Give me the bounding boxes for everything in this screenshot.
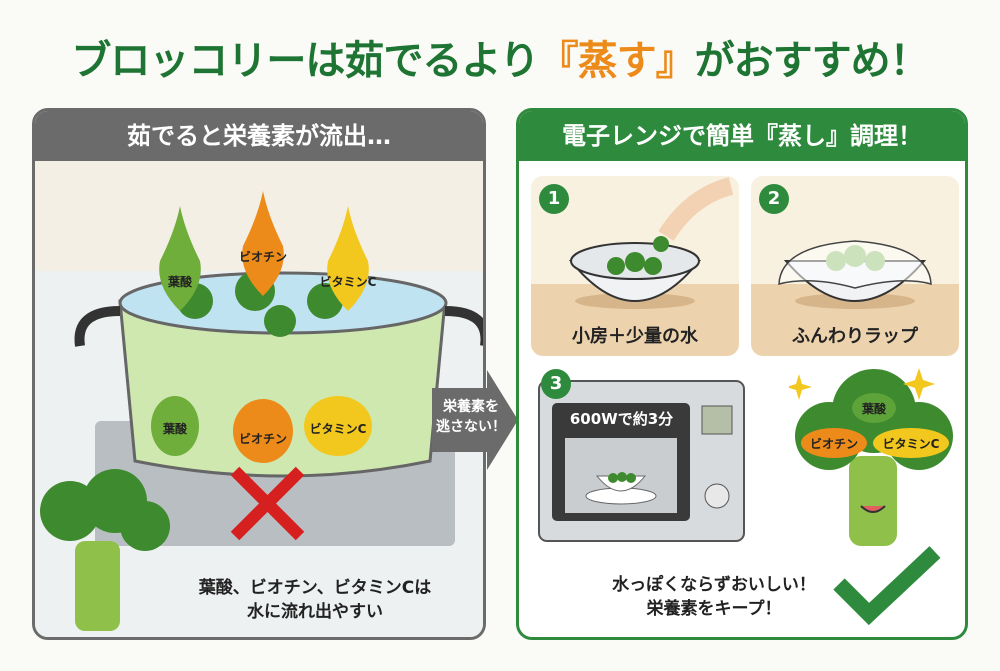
sad-broccoli-character: [40, 469, 170, 631]
step-label: 小房＋少量の水: [572, 326, 698, 347]
steam-panel-header: 電子レンジで簡単『蒸し』調理！: [519, 111, 965, 161]
title-text-end: がおすすめ！: [694, 38, 930, 84]
title-highlight: 『蒸す』: [538, 38, 696, 84]
checkmark-icon: [833, 546, 941, 626]
step-1-card: 1 小房＋少量の水: [531, 176, 739, 356]
drop-folic-acid: 葉酸: [167, 274, 193, 289]
nutrient-vitamin-c: ビタミンC: [883, 436, 940, 451]
caption-line: 葉酸、ビオチン、ビタミンCは: [198, 578, 432, 598]
wrapped-bowl-illustration: [778, 240, 932, 309]
caption-line: 水に流れ出やすい: [247, 602, 383, 622]
microwave-setting-label: 600Wで約3分: [569, 410, 674, 428]
nutrient-drops-top: 葉酸 ビオチン ビタミンC: [159, 191, 377, 311]
svg-text:ビオチン: ビオチン: [239, 431, 287, 446]
drop-vitamin-c: ビタミンC: [320, 274, 377, 289]
step-badge: 1: [539, 184, 569, 214]
boiling-pot-illustration: 葉酸 ビオチン ビタミンC 葉酸 ビオチン ビタミンC: [35, 161, 483, 637]
caption-line: 栄養素をキープ！: [646, 599, 782, 619]
step-2-card: 2 ふんわりラップ: [751, 176, 959, 356]
caption-line: 水っぽくならずおいしい！: [612, 575, 816, 595]
step-badge: 2: [759, 184, 789, 214]
step-label: ふんわりラップ: [792, 326, 918, 347]
arrow-callout: 栄養素を 逃さない！: [432, 370, 518, 470]
steam-caption: 水っぽくならずおいしい！ 栄養素をキープ！: [589, 573, 839, 621]
happy-broccoli-character: 葉酸 ビオチン ビタミンC: [789, 368, 953, 546]
arrow-text: 逃さない！: [436, 419, 506, 435]
boiling-caption: 葉酸、ビオチン、ビタミンCは 水に流れ出やすい: [155, 576, 475, 624]
nutrient-folic-acid: 葉酸: [861, 401, 887, 416]
arrow-text: 栄養素を: [443, 399, 499, 415]
nutrient-drops-in-water: 葉酸 ビオチン ビタミンC: [151, 396, 372, 463]
svg-text:ビタミンC: ビタミンC: [310, 421, 367, 436]
title-text: ブロッコリーは茹でるより: [71, 38, 539, 84]
step-3-badge: 3: [541, 369, 571, 399]
boiling-panel-header: 茹でると栄養素が流出…: [35, 111, 483, 161]
boiling-panel: 茹でると栄養素が流出… 葉酸 ビオチン ビタミンC 葉酸 ビオチン ビタミンC: [32, 108, 486, 640]
red-x-icon: [230, 466, 305, 541]
steam-panel: 電子レンジで簡単『蒸し』調理！ 1 小房＋少量の水 2 ふんわりラップ 3 6: [516, 108, 968, 640]
page-title: ブロッコリーは茹でるより『蒸す』がおすすめ！: [0, 28, 1000, 86]
bowl-with-broccoli-illustration: [568, 177, 734, 309]
microwave-illustration: [538, 380, 745, 542]
svg-text:葉酸: 葉酸: [162, 421, 188, 436]
nutrient-biotin: ビオチン: [810, 436, 858, 451]
drop-biotin: ビオチン: [239, 249, 287, 264]
arrow-right-icon: [432, 370, 518, 470]
sparkle-icon: [789, 368, 935, 400]
